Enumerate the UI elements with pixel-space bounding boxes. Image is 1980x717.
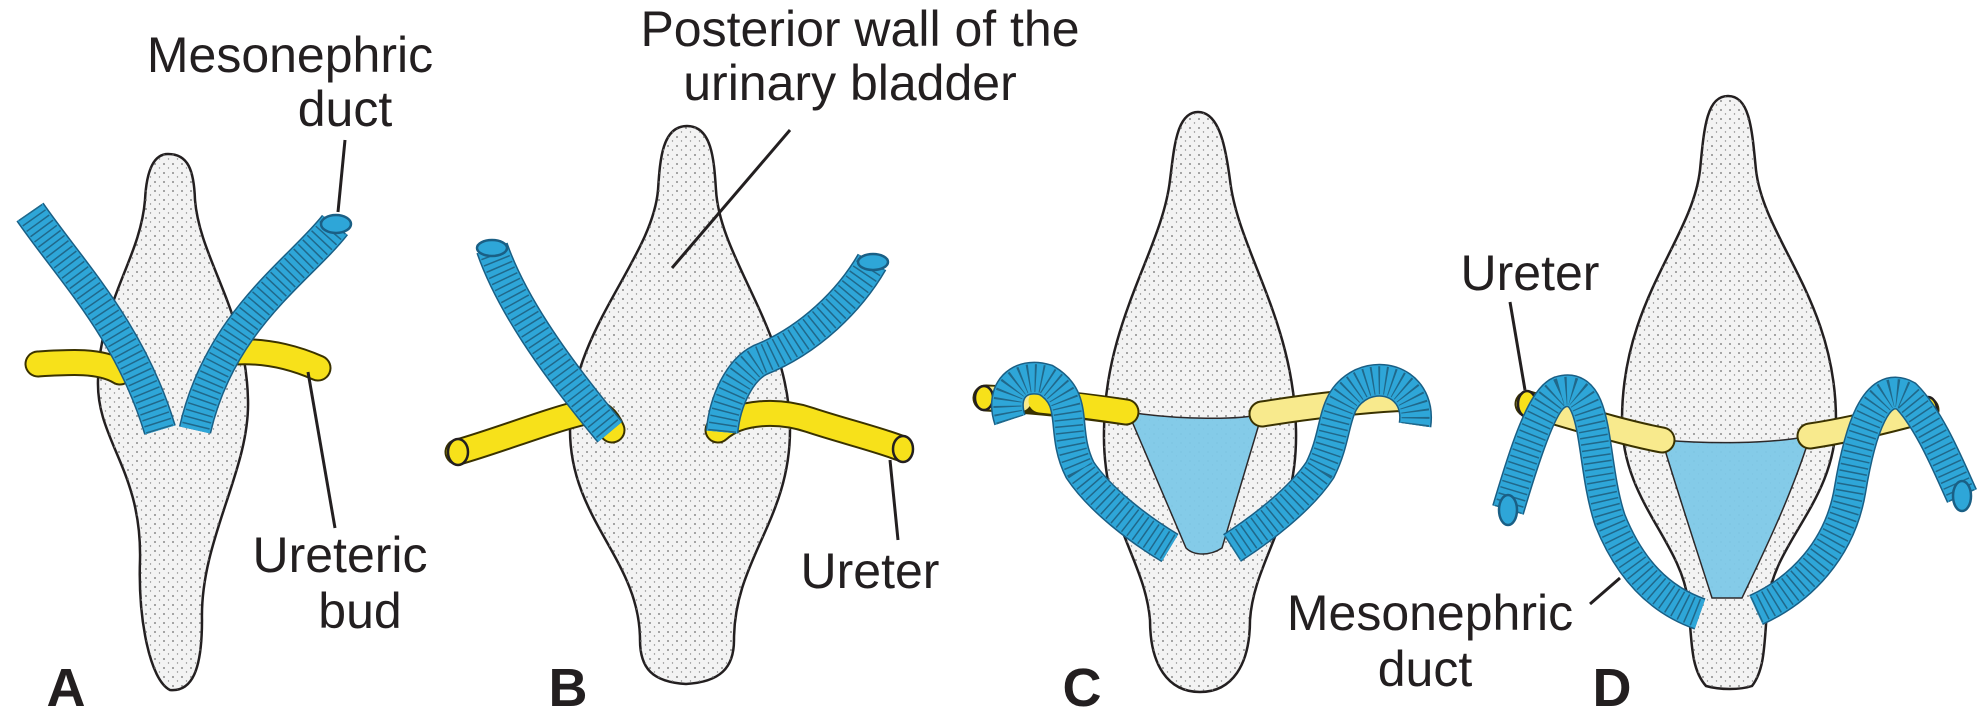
label-posterior-wall-line2: urinary bladder	[683, 55, 1017, 111]
panel-letter-c: C	[1063, 658, 1102, 717]
leader-mesonephric-duct-d	[1590, 578, 1620, 604]
panel-b: Posterior wall of the urinary bladder Ur…	[448, 1, 1080, 717]
ureteric-bud-right	[235, 352, 318, 368]
label-mesonephric-duct-d-line2: duct	[1378, 641, 1473, 697]
leader-ureter-d	[1510, 302, 1525, 390]
ureteric-bud-left	[38, 362, 120, 372]
label-mesonephric-duct-a-line2: duct	[298, 81, 393, 137]
label-posterior-wall-line1: Posterior wall of the	[640, 1, 1079, 57]
panel-letter-a: A	[47, 658, 86, 717]
leader-mesonephric-duct-a	[338, 140, 345, 212]
panel-letter-d: D	[1593, 658, 1632, 717]
mesonephric-duct-left	[477, 240, 610, 432]
leader-ureteric-bud	[308, 372, 335, 528]
label-ureteric-bud-line2: bud	[318, 583, 401, 639]
label-mesonephric-duct-a-line1: Mesonephric	[147, 27, 433, 83]
label-ureter-d: Ureter	[1461, 245, 1600, 301]
label-ureter-b: Ureter	[801, 543, 940, 599]
panel-letter-b: B	[549, 658, 588, 717]
leader-ureter-b	[890, 460, 898, 540]
label-mesonephric-duct-d-line1: Mesonephric	[1287, 585, 1573, 641]
label-ureteric-bud-line1: Ureteric	[252, 527, 427, 583]
panel-a: Mesonephric duct Ureteric bud A	[30, 27, 433, 717]
